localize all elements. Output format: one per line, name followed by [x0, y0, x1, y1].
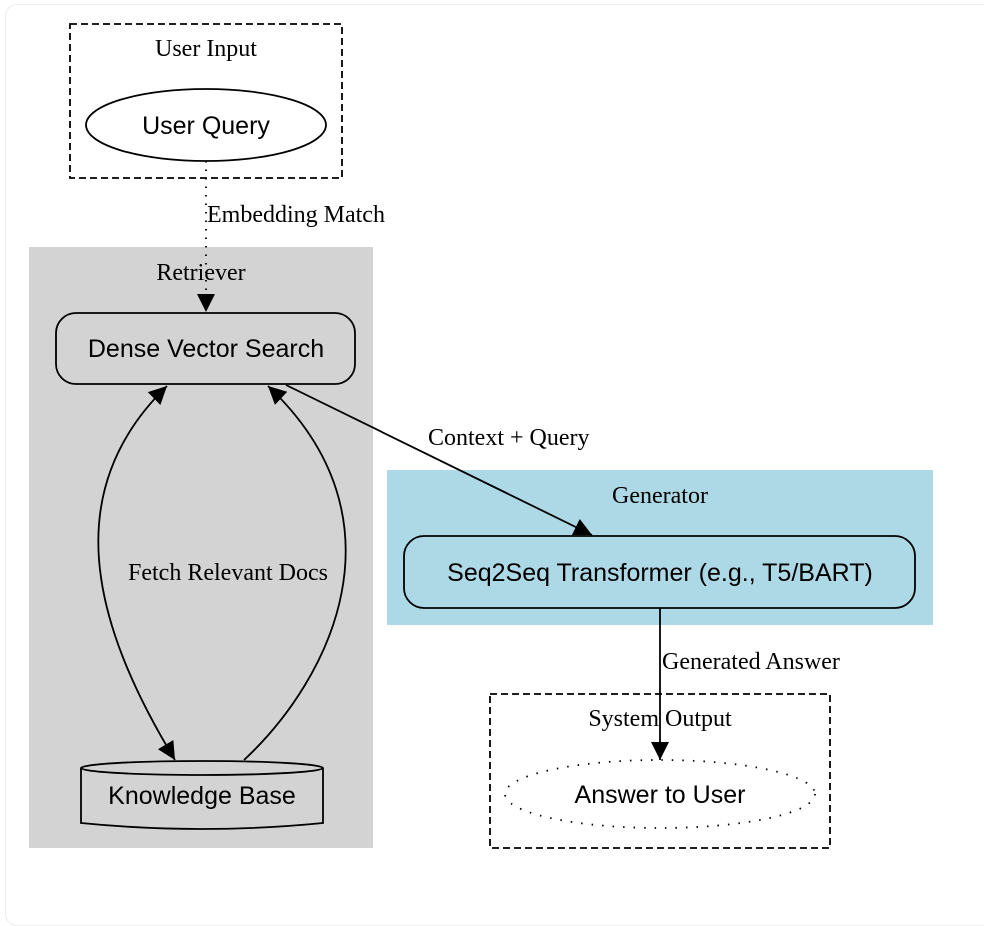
rounded-box-shape	[403, 535, 916, 609]
edge-fetch-docs-line	[97, 385, 176, 761]
cylinder-body-icon	[80, 768, 324, 830]
node-dense-vector-search-label: Dense Vector Search	[88, 335, 324, 363]
node-user-query[interactable]: User Query	[85, 88, 327, 162]
dotted-ellipse-shape	[504, 759, 816, 829]
cluster-user-input: User Input User Query	[69, 23, 343, 179]
edge-context-query[interactable]: Context + Query	[285, 384, 593, 536]
node-seq2seq-transformer[interactable]: Seq2Seq Transformer (e.g., T5/BART)	[403, 535, 916, 609]
node-knowledge-base-label: Knowledge Base	[108, 782, 296, 810]
node-answer-label: Answer to User	[575, 781, 746, 809]
rag-diagram: User Input User Query Retriever Generato…	[29, 23, 933, 849]
node-dense-vector-search[interactable]: Dense Vector Search	[55, 312, 356, 385]
cluster-user-input-label: User Input	[155, 36, 257, 62]
node-user-query-label: User Query	[142, 112, 270, 140]
edge-kb-return-line	[243, 385, 347, 761]
edge-embedding-match[interactable]: Embedding Match	[197, 161, 385, 312]
edge-generated-answer-label: Generated Answer	[662, 649, 840, 675]
edge-fetch-docs-label: Fetch Relevant Docs	[128, 560, 328, 586]
edge-context-query-label: Context + Query	[428, 425, 590, 451]
edge-embedding-match-label: Embedding Match	[207, 202, 385, 228]
node-answer-to-user[interactable]: Answer to User	[504, 759, 816, 829]
edge-generated-answer[interactable]: Generated Answer	[651, 608, 840, 760]
edge-context-query-line	[285, 384, 593, 536]
cluster-retriever-label: Retriever	[156, 260, 245, 286]
node-seq2seq-label: Seq2Seq Transformer (e.g., T5/BART)	[447, 559, 873, 587]
edge-fetch-docs[interactable]: Fetch Relevant Docs	[97, 385, 328, 761]
node-knowledge-base[interactable]: Knowledge Base	[80, 760, 324, 830]
cylinder-top-icon	[80, 760, 324, 776]
rounded-box-shape	[55, 312, 356, 385]
cluster-generator-label: Generator	[612, 483, 708, 509]
edge-kb-return[interactable]	[243, 385, 347, 761]
